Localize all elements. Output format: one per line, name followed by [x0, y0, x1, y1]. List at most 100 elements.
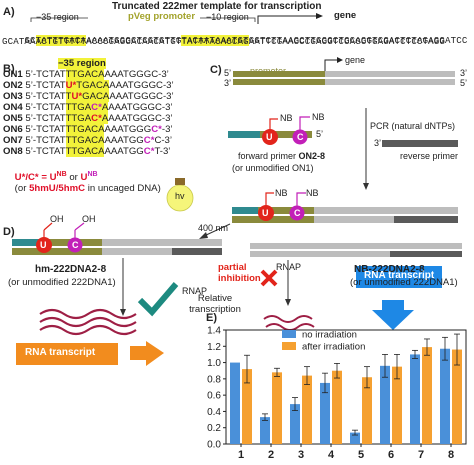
- gene-segment-bottom: [325, 79, 455, 85]
- check-mark-icon: [137, 282, 179, 317]
- forward-primer-teal: [228, 131, 260, 138]
- forward-primer-label: forward primer ON2-8: [238, 151, 326, 161]
- x-tick-label: 2: [268, 449, 274, 461]
- legend-label: no irradiation: [302, 330, 357, 341]
- hm-dna-note: (or unmodified 222DNA1): [8, 277, 116, 288]
- seq1-part-3: TACAATAAATGT: [181, 35, 249, 46]
- nb-label-magenta: NB: [312, 112, 325, 122]
- gene-label-c: gene: [345, 55, 366, 65]
- panel-a: A) Truncated 222mer template for transcr…: [0, 0, 474, 50]
- rna-wave-right: [263, 315, 313, 323]
- panel-c-label: C): [210, 64, 222, 76]
- nb-label-mid-2: NB: [306, 188, 319, 198]
- sequence-top-strand: GCTATTTGACAAAAATGGGCTCGTGTTGTACAATAAATGT…: [2, 24, 467, 57]
- panel-c-graphics: [228, 57, 458, 190]
- oh-label-1: OH: [50, 214, 64, 224]
- x-tick-label: 6: [388, 449, 394, 461]
- bar-after-irradiation: [242, 369, 252, 444]
- panel-b-label: B): [3, 63, 15, 75]
- rnap-label-left: RNAP: [182, 286, 208, 296]
- promoter-label-c: promoter: [250, 66, 287, 76]
- y-tick-label: 1.4: [207, 326, 221, 337]
- three-prime-label: 3’: [224, 78, 232, 88]
- region-10-label-a: −10 region: [206, 12, 249, 22]
- oligo-row: ON4 5’-TCTATTTGAC*AAAATGGGC-3’: [3, 102, 173, 113]
- oligo-row: ON6 5’-TCTATTTGACAAAATGGGC*-3’: [3, 124, 173, 135]
- oligo-row: ON3 5’-TCTATTU*GACAAAATGGGC-3’: [3, 91, 174, 102]
- bar-after-irradiation: [332, 370, 342, 444]
- rna-transcript-box-right: [356, 266, 442, 288]
- bar-after-irradiation: [422, 347, 432, 444]
- x-tick-label: 5: [358, 449, 364, 461]
- y-tick-label: 1.0: [207, 358, 221, 369]
- panel-d-graphics: [12, 178, 462, 366]
- oligo-name: ON8: [3, 146, 23, 157]
- oligo-list: ON1 5’-TCTATTTGACAAAATGGGC-3’ ON2 5’-TCT…: [3, 69, 174, 157]
- hv-label: hv: [175, 191, 185, 201]
- rna-transcript-box-left: [16, 343, 118, 365]
- five-prime-label: 5’: [224, 68, 232, 78]
- plot-frame: [225, 329, 467, 445]
- legend-swatch: [282, 330, 296, 338]
- bar-no-irradiation: [290, 404, 300, 444]
- uncaged-note: (or 5hmU/5hmC in uncaged DNA): [14, 183, 161, 194]
- oligo-name: ON7: [3, 135, 23, 146]
- seq1-part-4: GGTCTTAAGCTTGGGCTGCAGGTCGACTCTAGAGGATCC: [248, 35, 468, 46]
- bar-no-irradiation: [350, 432, 360, 444]
- oligo-row: ON1 5’-TCTATTTGACAAAATGGGC-3’: [3, 69, 169, 80]
- rnap-label-right: RNAP: [276, 262, 302, 272]
- oligo-name: ON6: [3, 124, 23, 135]
- legend-label: after irradiation: [302, 342, 365, 353]
- forward-primer-olive: [260, 131, 312, 138]
- oligo-name: ON3: [3, 91, 23, 102]
- y-tick-label: 0.4: [207, 407, 221, 418]
- oligo-name: ON4: [3, 102, 23, 113]
- x-tick-label: 4: [328, 449, 335, 461]
- panel-d-label: D): [3, 226, 15, 238]
- promoter-label-a: pVeg promoter: [128, 11, 196, 22]
- oligo-row: ON2 5’-TCTATU*TGACAAAATGGGC-3’: [3, 80, 174, 91]
- y-tick-label: 0.0: [207, 440, 221, 451]
- bar-no-irradiation: [230, 362, 240, 444]
- x-tick-label: 7: [418, 449, 424, 461]
- bar-no-irradiation: [260, 417, 270, 444]
- modification-legend: U*/C* = UNB or UNB: [14, 171, 98, 184]
- wavelength-label: 400 nm: [198, 223, 229, 233]
- gene-label-a: gene: [334, 10, 357, 21]
- nb-label-mid-1: NB: [275, 188, 288, 198]
- partial-inhibition-label: partial inhibition: [218, 262, 261, 284]
- panel-c: C) 5’ 3’ 3’ 5’ promoter gene NB NB U C 5…: [210, 55, 474, 196]
- bar-no-irradiation: [320, 382, 330, 444]
- x-tick-label: 3: [298, 449, 304, 461]
- y-tick-label: 1.2: [207, 342, 221, 353]
- oligo-name: ON1: [3, 69, 23, 80]
- panel-a-label: A): [3, 6, 15, 18]
- c-letter-d: C: [72, 240, 79, 250]
- rna-transcript-label-right: RNA transcript: [364, 270, 435, 281]
- bar-after-irradiation: [452, 349, 462, 444]
- y-tick-label: 0.8: [207, 374, 221, 385]
- three-prime-primer: 3’: [374, 138, 382, 148]
- promoter-segment-top: [233, 71, 325, 77]
- y-tick-label: 0.6: [207, 391, 221, 402]
- oligo-row: ON8 5’-TCTATTTGACAAAATGGC*T-3’: [3, 146, 171, 157]
- panel-b: B) −35 region ON1 5’-TCTATTTGACAAAATGGGC…: [0, 56, 210, 196]
- c-nucleotide-circle: [292, 129, 308, 145]
- legend-swatch: [282, 342, 296, 350]
- seq1-part-0: GC: [24, 35, 36, 46]
- region-35-label-b: −35 region: [58, 58, 106, 69]
- u-letter-mid: U: [262, 208, 269, 218]
- bar-no-irradiation: [410, 354, 420, 444]
- x-tick-label: 1: [238, 449, 244, 461]
- reverse-primer-label: reverse primer: [400, 151, 459, 161]
- nb-dna-note: (or unmodified 222DNA1): [350, 277, 458, 288]
- bar-after-irradiation: [362, 377, 372, 444]
- five-prime-primer: 5’: [316, 129, 324, 139]
- five-prime-label: 5’: [460, 78, 468, 88]
- x-tick-label: 8: [448, 449, 454, 461]
- gene-segment-top: [325, 71, 455, 77]
- sequence-bottom-strand: GCATAAACTGTTTTTACCCGAGCACAACATGTTATTTACA…: [2, 36, 445, 47]
- rna-transcript-label-left: RNA transcript: [25, 347, 96, 358]
- on1-note: (or unmodified ON1): [232, 163, 314, 173]
- c-letter-mid: C: [294, 208, 301, 218]
